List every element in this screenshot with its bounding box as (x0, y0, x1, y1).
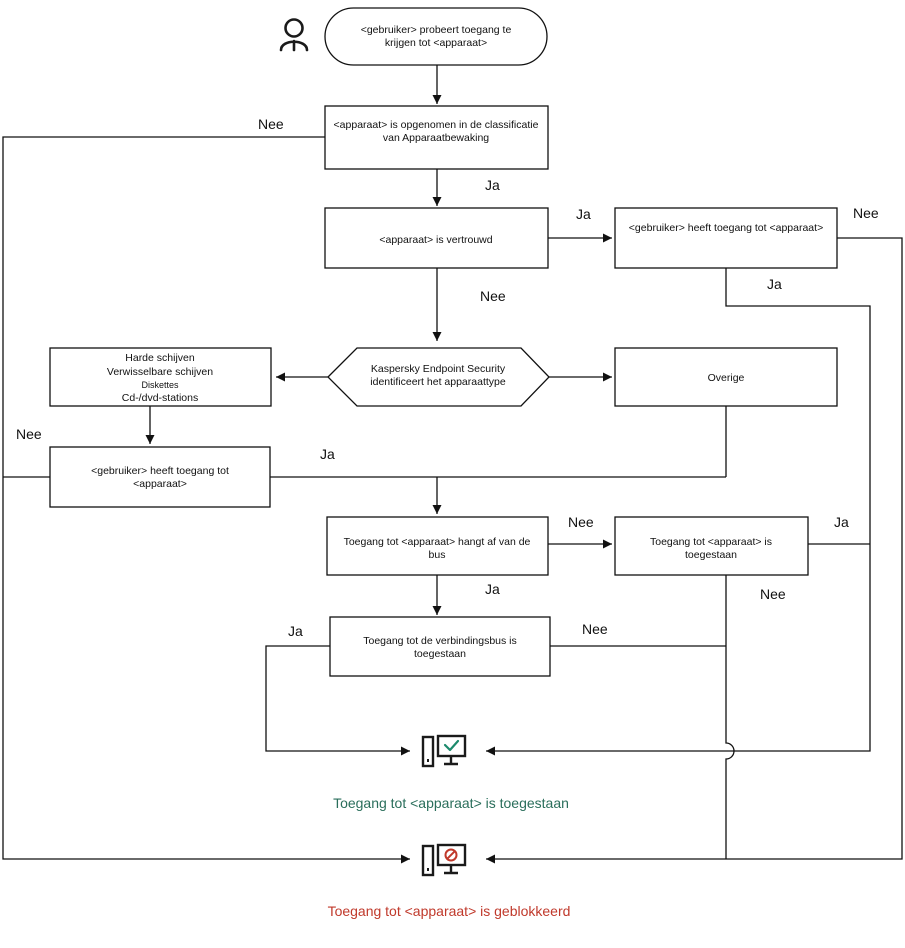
label-device-allowed-yes: Ja (834, 514, 849, 530)
node-bus-allowed-line-2: toegestaan (414, 648, 466, 660)
node-trusted-line-1: <apparaat> is vertrouwd (379, 234, 492, 246)
label-storage-no: Nee (16, 426, 42, 442)
label-trusted-yes: Ja (576, 206, 591, 222)
connectors (2, 65, 903, 864)
node-depends-line-1: Toegang tot <apparaat> hangt af van de (344, 536, 531, 548)
node-start-line-1: <gebruiker> probeert toegang te (361, 24, 512, 36)
node-storage-line-3: Diskettes (141, 380, 179, 390)
node-device-allowed-line-1: Toegang tot <apparaat> is (650, 536, 772, 548)
label-bus-allowed-yes: Ja (288, 623, 303, 639)
node-user-access-storage-line-2: <apparaat> (133, 478, 187, 490)
node-user-access-storage: <gebruiker> heeft toegang tot <apparaat> (49, 446, 271, 508)
node-identify-line-2: identificeert het apparaattype (370, 376, 506, 388)
node-storage-line-4: Cd-/dvd-stations (122, 392, 198, 404)
node-bus-allowed-line-1: Toegang tot de verbindingsbus is (363, 635, 517, 647)
edge-labels: Nee Ja Ja Nee Nee Ja Nee Ja Nee Ja Ja Ne… (16, 116, 879, 639)
node-storage-line-1: Harde schijven (125, 352, 195, 364)
node-user-access-trusted-line-1: <gebruiker> heeft toegang tot <apparaat> (629, 222, 823, 234)
node-start-line-2: krijgen tot <apparaat> (385, 37, 487, 49)
node-bus-allowed: Toegang tot de verbindingsbus is toegest… (329, 616, 551, 677)
node-device-allowed-line-2: toegestaan (685, 549, 737, 561)
node-user-access-trusted: <gebruiker> heeft toegang tot <apparaat> (614, 207, 838, 269)
node-classification-line-1: <apparaat> is opgenomen in de classifica… (334, 119, 539, 131)
node-depends-on-bus: Toegang tot <apparaat> hangt af van de b… (326, 516, 549, 576)
edge-bus-allowed-yes-to-allowed (265, 645, 410, 756)
result-allowed-label: Toegang tot <apparaat> is toegestaan (333, 795, 569, 811)
result-blocked-label: Toegang tot <apparaat> is geblokkeerd (328, 903, 571, 919)
label-bus-allowed-no: Nee (582, 621, 608, 637)
user-icon (279, 18, 309, 52)
node-storage-types: Harde schijven Verwisselbare schijven Di… (49, 347, 272, 407)
computer-check-icon (421, 734, 467, 768)
label-bus-dep-no: Nee (568, 514, 594, 530)
node-other: Overige (614, 347, 838, 407)
label-classification-no: Nee (258, 116, 284, 132)
edge-device-allowed-no-to-blocked (725, 575, 735, 859)
node-identify-type: Kaspersky Endpoint Security identificeer… (327, 347, 550, 407)
node-in-classification: <apparaat> is opgenomen in de classifica… (324, 105, 549, 170)
node-classification-line-2: van Apparaatbewaking (383, 132, 489, 144)
edge-classification-no-to-blocked (2, 136, 410, 864)
node-device-allowed: Toegang tot <apparaat> is toegestaan (614, 516, 809, 576)
node-other-line-1: Overige (708, 372, 745, 384)
node-storage-line-2: Verwisselbare schijven (107, 366, 213, 378)
label-user-trusted-no: Nee (853, 205, 879, 221)
node-start: <gebruiker> probeert toegang te krijgen … (324, 7, 548, 66)
node-identify-line-1: Kaspersky Endpoint Security (371, 363, 506, 375)
computer-blocked-icon (421, 843, 467, 877)
label-classification-yes: Ja (485, 177, 500, 193)
label-device-allowed-no: Nee (760, 586, 786, 602)
label-user-trusted-yes: Ja (767, 276, 782, 292)
node-trusted: <apparaat> is vertrouwd (324, 207, 549, 269)
node-user-access-storage-line-1: <gebruiker> heeft toegang tot (91, 465, 229, 477)
edge-user-access-no-to-blocked (486, 237, 903, 864)
label-trusted-no: Nee (480, 288, 506, 304)
edge-user-access-yes-to-allowed (486, 268, 871, 756)
label-storage-yes: Ja (320, 446, 335, 462)
label-bus-dep-yes: Ja (485, 581, 500, 597)
node-depends-line-2: bus (429, 549, 446, 561)
